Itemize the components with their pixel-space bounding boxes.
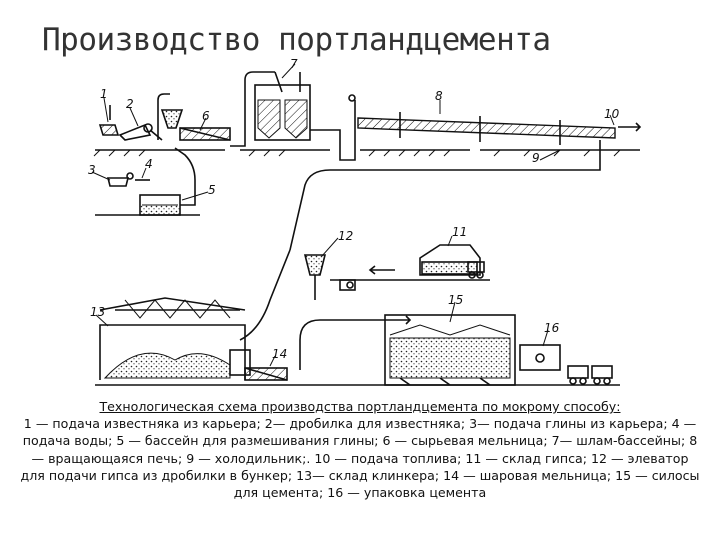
caption-legend: 1 — подача известняка из карьера; 2— дро…	[18, 415, 702, 501]
raw-mill	[180, 128, 230, 140]
label-2: 2	[126, 97, 134, 111]
caption-heading: Технологическая схема производства портл…	[18, 398, 702, 415]
cement-silos	[385, 315, 515, 385]
clay-feed	[108, 173, 133, 186]
slurry-basins	[255, 72, 310, 140]
clinker-conveyor	[240, 250, 290, 340]
pipe-to-kiln	[310, 100, 355, 160]
process-diagram: 1 2 3 4 5 6 7 8 9 10 11 12 13 14 15 16	[0, 0, 720, 400]
label-5: 5	[208, 183, 216, 197]
label-13: 13	[90, 305, 105, 319]
gypsum-elevator	[305, 255, 325, 300]
label-8: 8	[435, 89, 443, 103]
label-12: 12	[338, 229, 353, 243]
cement-packaging	[520, 345, 612, 384]
label-10: 10	[604, 107, 620, 121]
raw-mill-hopper	[162, 110, 182, 128]
cooler-pipe	[290, 140, 600, 250]
fuel-feed-arrow	[618, 123, 640, 131]
label-1: 1	[100, 87, 108, 101]
rotary-kiln	[358, 112, 615, 145]
label-11: 11	[452, 225, 467, 239]
limestone-crusher	[120, 124, 162, 140]
label-16: 16	[544, 321, 560, 335]
label-14: 14	[272, 347, 287, 361]
label-4: 4	[145, 157, 153, 171]
gypsum-crusher	[340, 266, 395, 290]
label-15: 15	[448, 293, 463, 307]
label-6: 6	[202, 109, 210, 123]
ground-hatch-upper	[94, 150, 620, 156]
label-3: 3	[88, 163, 96, 177]
label-9: 9	[532, 151, 540, 165]
label-7: 7	[290, 57, 298, 71]
limestone-feed	[100, 105, 118, 135]
clay-mixing-basin	[140, 195, 180, 215]
arrow-to-silos	[400, 316, 410, 324]
gypsum-store	[420, 245, 484, 278]
clinker-store	[100, 298, 245, 380]
diagram-caption: Технологическая схема производства портл…	[18, 398, 702, 501]
